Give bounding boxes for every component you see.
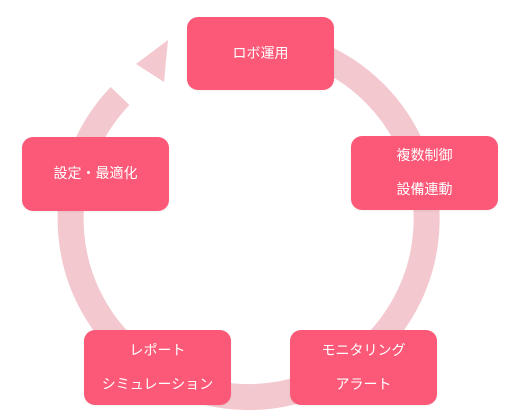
cycle-step-monitoring: モニタリング アラート bbox=[290, 330, 437, 405]
cycle-step-label: ロボ運用 bbox=[232, 45, 289, 62]
cycle-step-report: レポート シミュレーション bbox=[84, 330, 231, 405]
cycle-step-label: レポート bbox=[129, 342, 186, 359]
cycle-step-label: 設備連動 bbox=[396, 182, 453, 198]
cycle-step-multi-control: 複数制御 設備連動 bbox=[351, 136, 498, 210]
cycle-step-robot-operation: ロボ運用 bbox=[187, 17, 334, 90]
cycle-step-settings: 設定・最適化 bbox=[22, 137, 169, 211]
cycle-step-label: 複数制御 bbox=[396, 148, 453, 164]
cycle-step-label: モニタリング bbox=[321, 342, 406, 359]
cycle-step-label: 設定・最適化 bbox=[53, 166, 138, 182]
cycle-step-label: アラート bbox=[335, 376, 392, 393]
cycle-arrow-head bbox=[136, 40, 168, 82]
cycle-step-label: シミュレーション bbox=[101, 376, 214, 393]
